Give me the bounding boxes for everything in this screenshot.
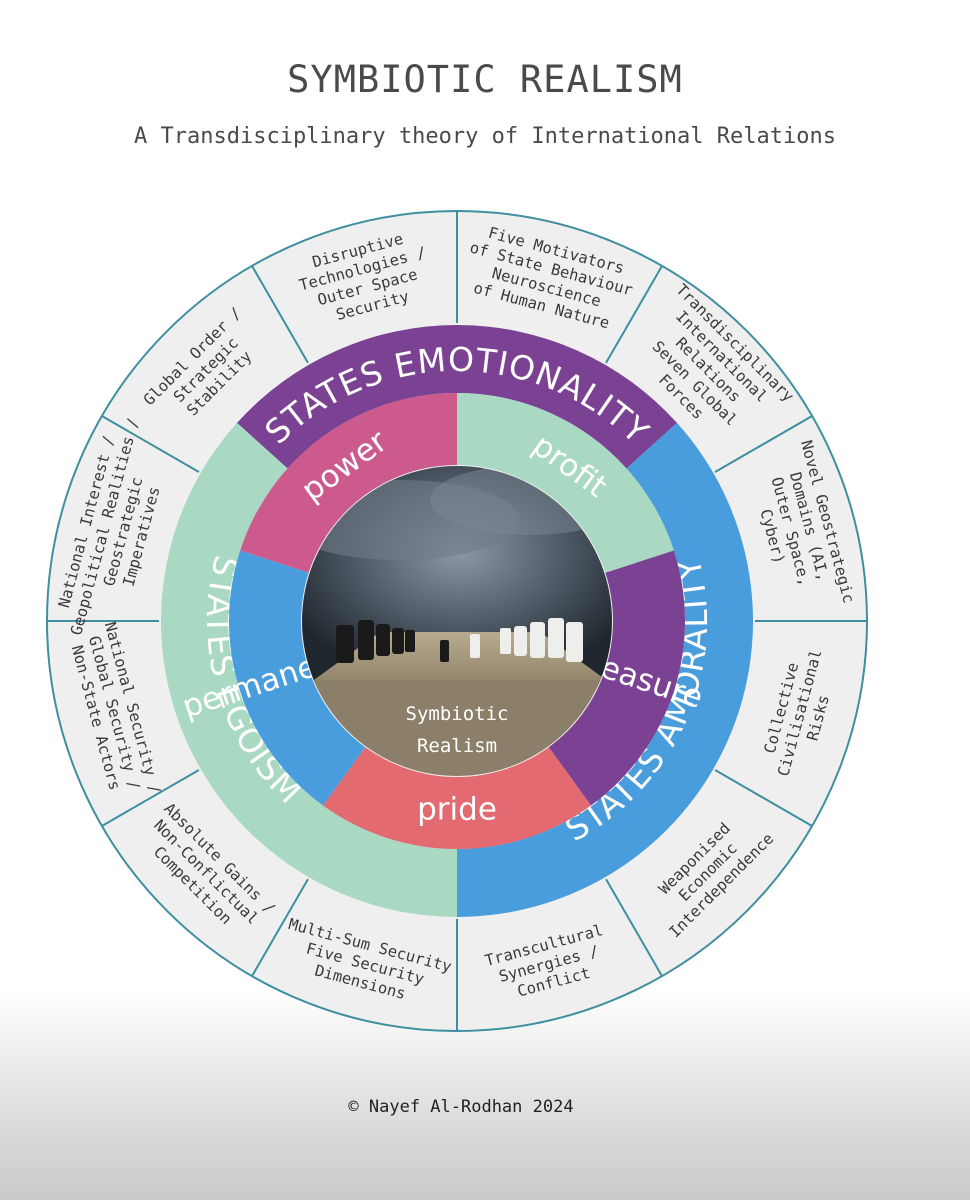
outer-divider [101,769,200,827]
motivator-pride-label: pride [417,792,497,828]
motivator-pride-sector [322,747,592,850]
motivator-power-sector [240,393,457,573]
outer-divider [101,415,200,473]
motivator-permanency-sector [228,550,366,806]
outer-segment-11-text: DisruptiveTechnologies /Outer SpaceSecur… [292,225,438,331]
outer-divider [605,878,663,977]
outer-divider [605,265,663,364]
copyright-footer: © Nayef Al-Rodhan 2024 [348,1097,574,1117]
band-2-sector [160,422,457,918]
band-1-sector [457,422,753,917]
motivator-profit-sector [457,393,674,573]
center-label-line-1: Realism [417,735,497,757]
outer-divider [714,769,813,827]
motivator-pleasure-sector [548,550,686,806]
black-chess-pieces [336,620,449,663]
outer-divider [251,265,309,364]
page-title: SYMBIOTIC REALISM [287,58,683,101]
band-0-sector [237,325,677,469]
white-chess-pieces [470,618,583,662]
page-subtitle: A Transdisciplinary theory of Internatio… [134,124,836,149]
center-label-line-0: Symbiotic [406,703,509,725]
center-image [302,466,612,776]
outer-divider [251,878,309,977]
outer-divider [714,415,813,473]
